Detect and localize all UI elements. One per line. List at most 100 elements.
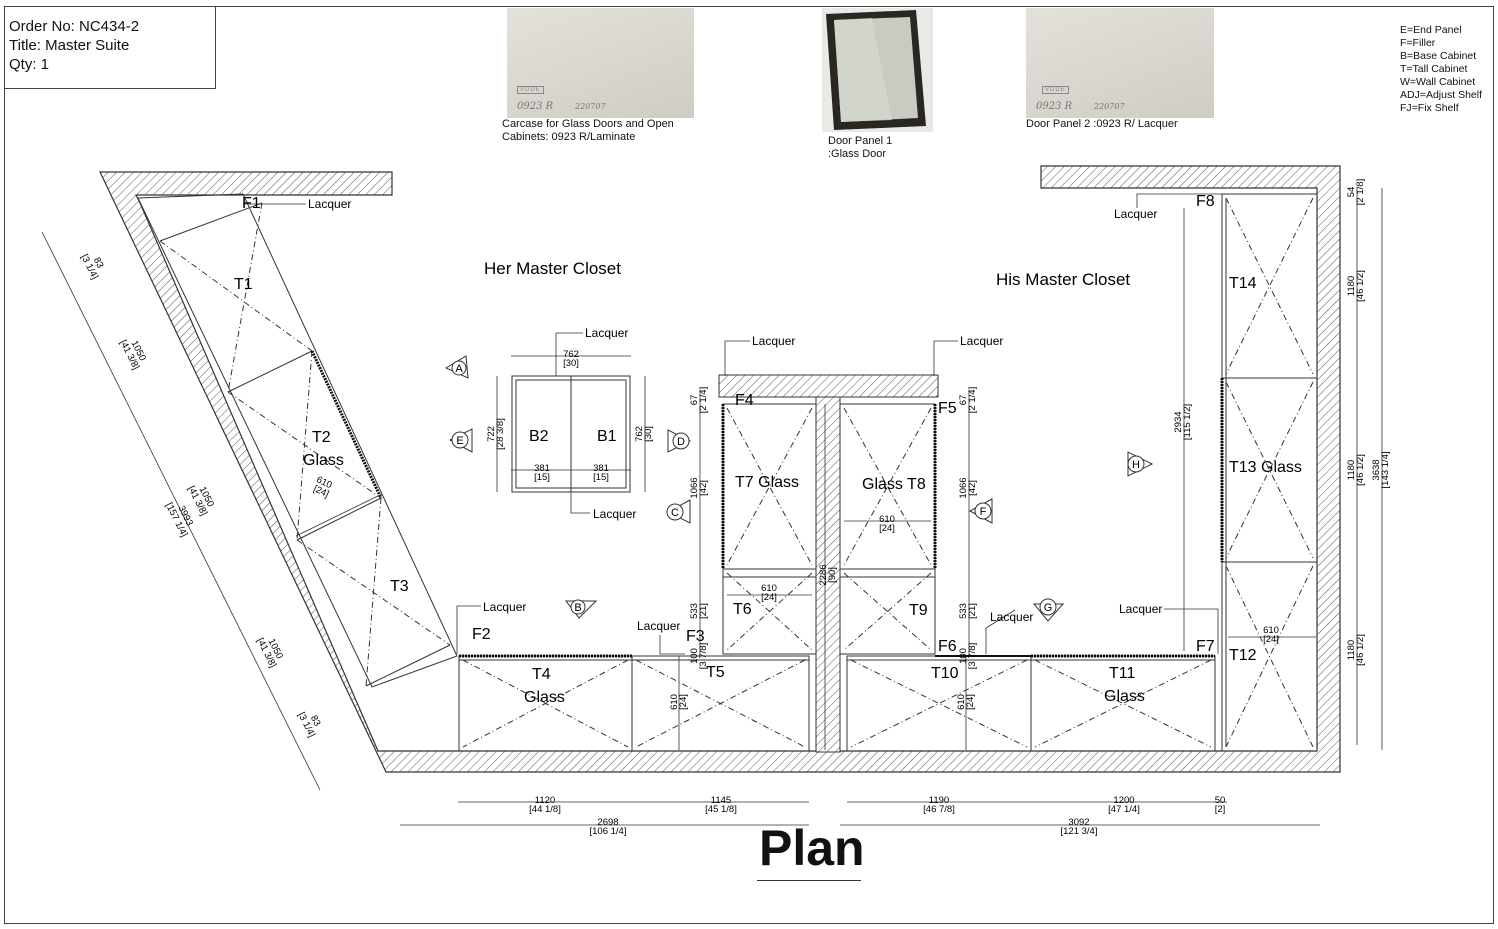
svg-text:[106 1/4]: [106 1/4]	[590, 826, 627, 837]
label-t5: T5	[706, 664, 725, 681]
lacquer-swatch: VDDE 0923 R 220707	[1026, 8, 1214, 118]
svg-text:[21]: [21]	[967, 603, 978, 619]
svg-text:[46 1/2]: [46 1/2]	[1355, 270, 1366, 302]
svg-text:D: D	[677, 436, 685, 448]
svg-text:[45 1/8]: [45 1/8]	[705, 804, 737, 815]
marker-g: G	[1032, 598, 1065, 622]
svg-text:Lacquer: Lacquer	[593, 507, 636, 521]
label-t4-glass: Glass	[524, 689, 565, 706]
carcase-laminate-swatch: VDDE 0923 R 220707	[507, 8, 694, 118]
svg-text:762: 762	[563, 349, 579, 360]
label-t11-glass: Glass	[1104, 688, 1145, 705]
svg-text:[15]: [15]	[593, 472, 609, 483]
svg-text:54: 54	[1346, 187, 1357, 198]
svg-text:[15]: [15]	[534, 472, 550, 483]
marker-e: E	[448, 428, 473, 453]
quantity: Qty: 1	[9, 56, 50, 73]
label-t10: T10	[931, 665, 959, 682]
label-t9: T9	[909, 602, 928, 619]
lacquer-caption: Door Panel 2 :0923 R/ Lacquer	[1026, 118, 1178, 130]
label-t11: T11	[1109, 665, 1135, 682]
walls	[99, 165, 1341, 773]
svg-text:[44 1/8]: [44 1/8]	[529, 804, 561, 815]
svg-text:[24]: [24]	[965, 694, 976, 710]
svg-text:722: 722	[486, 426, 497, 442]
svg-text:[42]: [42]	[967, 480, 978, 496]
svg-text:[3 7/8]: [3 7/8]	[967, 643, 978, 669]
drawing-frame	[4, 6, 1494, 924]
svg-text:[24]: [24]	[761, 592, 777, 603]
svg-text:[115 1/2]: [115 1/2]	[1182, 404, 1193, 440]
svg-text:Lacquer: Lacquer	[483, 600, 526, 614]
label-b2: B2	[529, 428, 549, 445]
label-t4: T4	[532, 666, 551, 683]
svg-text:1190: 1190	[929, 795, 949, 806]
label-f5: F5	[938, 400, 957, 417]
svg-text:[121 3/4]: [121 3/4]	[1061, 826, 1098, 837]
svg-text:C: C	[671, 507, 679, 519]
order-number: Order No: NC434-2	[9, 18, 140, 35]
svg-text:2698: 2698	[597, 817, 618, 828]
svg-text:1180: 1180	[1346, 640, 1357, 660]
svg-text:610: 610	[879, 514, 895, 525]
svg-text:67: 67	[958, 395, 969, 406]
swatch-brand-mark: VDDE	[1042, 86, 1069, 94]
label-f4: F4	[735, 392, 754, 409]
svg-text:Lacquer: Lacquer	[308, 197, 351, 211]
svg-text:533: 533	[689, 603, 700, 619]
svg-text:1066: 1066	[958, 477, 969, 498]
svg-text:[28 3/8]: [28 3/8]	[495, 418, 506, 450]
svg-text:3092: 3092	[1068, 817, 1089, 828]
svg-text:Lacquer: Lacquer	[637, 619, 680, 633]
svg-text:83: 83	[308, 714, 323, 728]
label-t2-glass: Glass	[303, 452, 344, 469]
label-t7: T7 Glass	[735, 474, 799, 491]
swatch-code: 0923 R	[517, 101, 554, 112]
svg-text:B: B	[574, 602, 581, 614]
marker-f: F	[968, 498, 993, 524]
svg-text:[24]: [24]	[1263, 634, 1279, 645]
label-b1: B1	[597, 428, 617, 445]
label-f1: F1	[242, 195, 261, 212]
carcase-caption: Carcase for Glass Doors and Open Cabinet…	[502, 118, 674, 143]
svg-text:F: F	[980, 506, 987, 518]
his-closet-label: His Master Closet	[996, 270, 1130, 289]
svg-text:Lacquer: Lacquer	[990, 610, 1033, 624]
svg-text:[2 1/4]: [2 1/4]	[967, 387, 978, 413]
svg-text:610: 610	[669, 694, 680, 710]
plan-title: Plan	[759, 820, 865, 876]
marker-b: B	[564, 599, 598, 619]
svg-text:83: 83	[91, 256, 106, 270]
svg-text:[30]: [30]	[643, 426, 654, 442]
label-t13: T13 Glass	[1229, 459, 1302, 476]
view-markers: A B C D E F G	[444, 355, 1154, 622]
right-cabinets	[1220, 193, 1318, 752]
svg-text:1200: 1200	[1113, 795, 1134, 806]
dimension-lines	[41, 188, 1383, 826]
bottom-right-cabinets	[846, 654, 1216, 752]
label-f3: F3	[686, 628, 705, 645]
svg-text:67: 67	[689, 395, 700, 406]
svg-text:1145: 1145	[711, 795, 731, 806]
label-f2: F2	[472, 626, 491, 643]
svg-text:[3 7/8]: [3 7/8]	[698, 643, 709, 669]
her-closet-label: Her Master Closet	[484, 259, 621, 278]
svg-text:610: 610	[956, 694, 967, 710]
svg-text:2934: 2934	[1173, 411, 1184, 432]
marker-h: H	[1127, 451, 1154, 477]
glass-door-picture	[822, 8, 933, 132]
svg-text:Lacquer: Lacquer	[960, 334, 1003, 348]
svg-text:100: 100	[958, 648, 969, 664]
svg-text:1066: 1066	[689, 477, 700, 498]
svg-text:[30]: [30]	[563, 358, 579, 369]
label-t12: T12	[1229, 647, 1257, 664]
swatch-sub-code: 220707	[575, 102, 606, 111]
svg-text:A: A	[455, 363, 463, 375]
svg-text:610: 610	[1263, 625, 1279, 636]
label-t3: T3	[390, 578, 409, 595]
bottom-left-cabinets	[458, 654, 810, 752]
label-t2: T2	[312, 429, 331, 446]
svg-text:762: 762	[634, 426, 645, 442]
glass-door-swatch	[822, 8, 933, 132]
